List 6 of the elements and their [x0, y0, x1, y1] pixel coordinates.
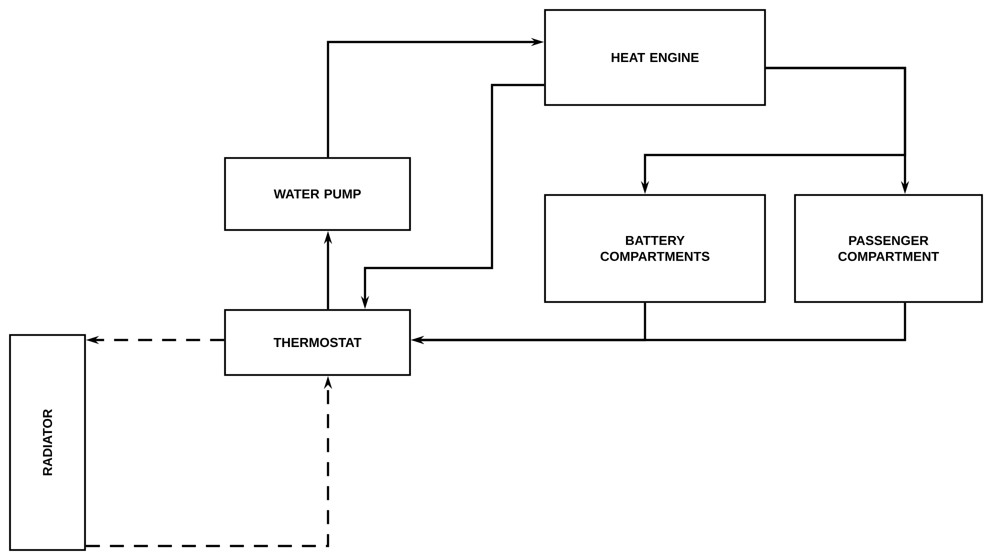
component-box: PASSENGER COMPARTMENT — [794, 194, 983, 303]
component-box: THERMOSTAT — [224, 309, 411, 376]
radiator-box: RADIATOR — [9, 334, 86, 551]
component-box: HEAT ENGINE — [544, 9, 766, 106]
component-box: BATTERY COMPARTMENTS — [544, 194, 766, 303]
component-box: WATER PUMP — [224, 157, 411, 231]
